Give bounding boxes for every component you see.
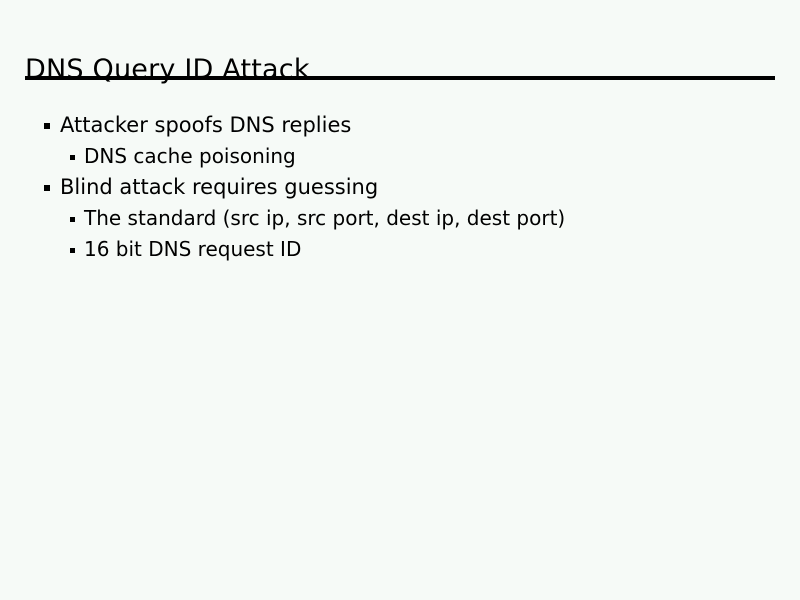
bullet-item-level-2: 16 bit DNS request ID <box>0 234 800 265</box>
title-underline-rule <box>25 76 775 80</box>
bullet-item-level-1: Blind attack requires guessing <box>0 172 800 203</box>
bullet-item-label: Attacker spoofs DNS replies <box>60 113 352 137</box>
bullet-item-level-2: DNS cache poisoning <box>0 141 800 172</box>
slide-bullet-list: Attacker spoofs DNS replies DNS cache po… <box>0 110 800 265</box>
square-bullet-icon <box>70 248 75 253</box>
square-bullet-icon <box>70 217 75 222</box>
square-bullet-icon <box>44 185 50 191</box>
bullet-item-label: 16 bit DNS request ID <box>84 237 302 261</box>
square-bullet-icon <box>44 123 50 129</box>
bullet-item-level-2: The standard (src ip, src port, dest ip,… <box>0 203 800 234</box>
bullet-item-label: Blind attack requires guessing <box>60 175 379 199</box>
square-bullet-icon <box>70 155 75 160</box>
bullet-item-label: DNS cache poisoning <box>84 144 296 168</box>
bullet-item-level-1: Attacker spoofs DNS replies <box>0 110 800 141</box>
bullet-item-label: The standard (src ip, src port, dest ip,… <box>84 206 566 230</box>
slide-title: DNS Query ID Attack <box>25 54 310 86</box>
